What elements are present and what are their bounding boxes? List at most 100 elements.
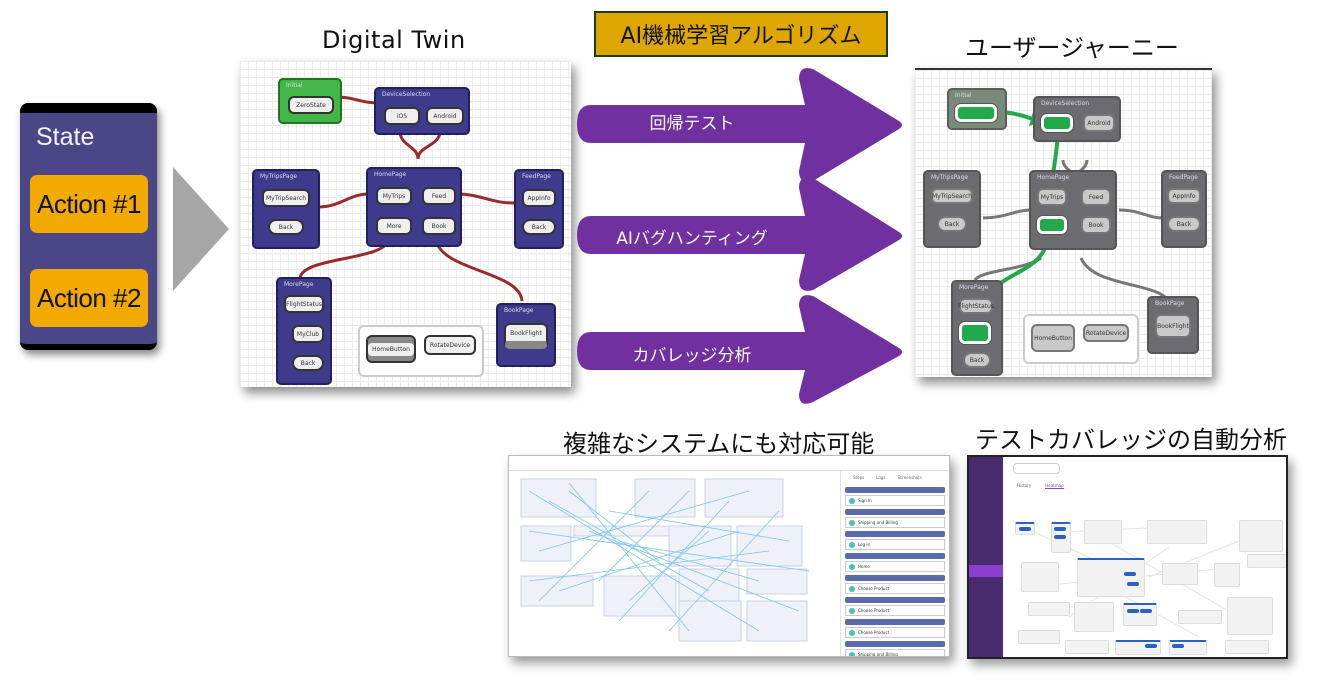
mytripsearch-button[interactable]: MyTripSearch	[262, 189, 310, 207]
feed-button[interactable]: Feed	[422, 187, 456, 205]
book-button[interactable]: Book	[422, 217, 456, 235]
bookflight-button[interactable]: BookFlight	[1155, 314, 1191, 338]
cluster	[603, 575, 677, 617]
back-button[interactable]: Back	[937, 216, 967, 232]
ai-bug-hunting-arrow: AIバグハンティング	[577, 172, 907, 292]
coverage-node[interactable]	[1239, 520, 1283, 552]
node-feed-page[interactable]: FeedPage AppInfo Back	[1161, 170, 1207, 248]
node-home-page[interactable]: HomePage MyTrips Feed Book	[1029, 170, 1117, 250]
coverage-node[interactable]	[1178, 610, 1222, 624]
edge	[628, 530, 710, 602]
node-initial[interactable]: Initial ZeroState	[278, 78, 342, 124]
coverage-node[interactable]	[1065, 640, 1109, 654]
node-more-page[interactable]: MorePage FlightStatus MyClub Back	[276, 277, 332, 385]
action-2-button: Action #2	[30, 269, 148, 327]
step-item[interactable]: Choose Product	[845, 597, 945, 616]
back-button[interactable]: Back	[268, 219, 304, 235]
more-button[interactable]: More	[376, 217, 412, 235]
zerostate-button[interactable]: ZeroState	[288, 96, 334, 114]
coverage-node[interactable]	[1214, 563, 1240, 587]
back-button[interactable]: Back	[963, 352, 991, 368]
app-selector[interactable]	[1013, 463, 1060, 474]
covered-step	[1124, 572, 1136, 576]
back-button[interactable]: Back	[1167, 216, 1201, 232]
node-device-selection[interactable]: DeviceSelection iOS Android	[374, 87, 470, 135]
step-item[interactable]: Log In	[845, 531, 945, 550]
action-1-button: Action #1	[30, 175, 148, 233]
node-mytrips-page[interactable]: MyTripsPage MyTripSearch Back	[923, 170, 981, 248]
coverage-node[interactable]	[1169, 640, 1207, 655]
coverage-node[interactable]	[1021, 562, 1059, 592]
node-initial[interactable]: Initial	[947, 88, 1007, 130]
bookflight-button[interactable]: BookFlight	[504, 323, 548, 349]
step-item[interactable]: Home	[845, 553, 945, 572]
rotatedevice-button[interactable]: RotateDevice	[1083, 324, 1129, 342]
cluster	[736, 525, 803, 567]
tab-screenshots[interactable]: Screenshots	[897, 475, 922, 480]
coverage-node[interactable]	[1084, 520, 1122, 544]
mytripsearch-button[interactable]: MyTripSearch	[931, 188, 973, 204]
dense-graph	[520, 478, 810, 642]
coverage-node[interactable]	[1028, 602, 1070, 616]
node-feed-page[interactable]: FeedPage AppInfo Back	[514, 169, 564, 249]
tab-steps[interactable]: Steps	[853, 475, 865, 480]
android-button[interactable]: Android	[426, 107, 464, 125]
homebutton-button[interactable]: HomeButton	[1031, 324, 1075, 352]
edge	[568, 490, 660, 562]
covered-step	[1140, 609, 1152, 613]
toolbar	[509, 456, 949, 471]
coverage-screenshot: History Heatmap	[967, 455, 1288, 659]
node-book-page[interactable]: BookPage BookFlight	[1147, 296, 1199, 354]
homebutton-button[interactable]: HomeButton	[366, 335, 416, 363]
back-button[interactable]: Back	[522, 219, 556, 235]
step-item[interactable]: Choose Product	[845, 619, 945, 638]
coverage-node[interactable]	[1147, 520, 1207, 544]
coverage-node[interactable]	[1077, 558, 1145, 597]
node-device-selection[interactable]: DeviceSelection Android	[1033, 96, 1121, 142]
mytrips-button[interactable]: MyTrips	[1037, 188, 1067, 206]
cluster	[746, 568, 808, 595]
tab-logs[interactable]: Logs	[876, 475, 886, 480]
rotatedevice-button[interactable]: RotateDevice	[424, 335, 476, 355]
covered-step	[1172, 644, 1184, 648]
node-mytrips-page[interactable]: MyTripsPage MyTripSearch Back	[252, 169, 320, 249]
node-home-page[interactable]: HomePage MyTrips Feed More Book	[366, 167, 462, 247]
user-journey-heading: ユーザージャーニー	[965, 34, 1179, 62]
ai-algorithm-banner: AI機械学習アルゴリズム	[594, 11, 888, 57]
myclub-button-highlighted[interactable]	[959, 322, 991, 344]
step-item[interactable]: Sign In	[845, 487, 945, 506]
tab-heatmap[interactable]: Heatmap	[1045, 483, 1064, 489]
mytrips-button[interactable]: MyTrips	[376, 187, 412, 205]
coverage-node[interactable]	[1225, 640, 1269, 654]
node-more-page[interactable]: MorePage FlightStatus Back	[951, 280, 1003, 376]
flightstatus-button[interactable]: FlightStatus	[284, 295, 324, 313]
appinfo-button[interactable]: AppInfo	[522, 189, 556, 207]
back-button[interactable]: Back	[292, 355, 324, 371]
coverage-node[interactable]	[1162, 563, 1198, 585]
step-item[interactable]: Choose Product	[845, 575, 945, 594]
book-button[interactable]: Book	[1081, 216, 1111, 234]
feed-button[interactable]: Feed	[1081, 188, 1111, 206]
more-button-highlighted[interactable]	[1037, 216, 1067, 234]
ios-button-highlighted[interactable]	[1041, 114, 1073, 132]
node-book-page[interactable]: BookPage BookFlight	[496, 303, 556, 367]
step-item[interactable]: Shipping and Billing	[845, 641, 945, 656]
flightstatus-button[interactable]: FlightStatus	[958, 298, 994, 314]
ios-button[interactable]: iOS	[384, 107, 420, 125]
android-button[interactable]: Android	[1083, 114, 1115, 132]
tab-history[interactable]: History	[1017, 483, 1032, 488]
coverage-node[interactable]	[1074, 602, 1114, 632]
coverage-node[interactable]	[1115, 640, 1161, 655]
nav-item-active[interactable]	[969, 565, 1003, 577]
covered-step	[1127, 582, 1139, 586]
coverage-node[interactable]	[1227, 597, 1273, 635]
myclub-button[interactable]: MyClub	[292, 325, 324, 343]
covered-step	[1145, 644, 1157, 648]
zerostate-button-highlighted[interactable]	[955, 104, 997, 122]
coverage-node[interactable]	[1018, 630, 1060, 644]
coverage-node[interactable]	[1123, 603, 1157, 626]
appinfo-button[interactable]: AppInfo	[1167, 188, 1201, 204]
coverage-node[interactable]	[1247, 554, 1286, 568]
step-item[interactable]: Shipping and Billing	[845, 509, 945, 528]
edge	[538, 490, 650, 602]
